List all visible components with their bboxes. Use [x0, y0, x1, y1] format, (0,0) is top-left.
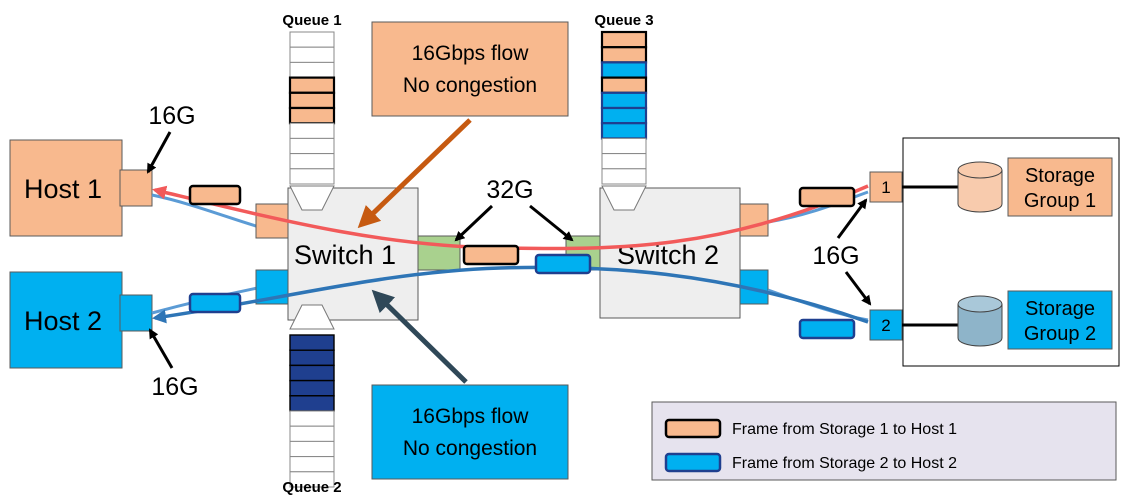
callout-orange [371, 21, 569, 117]
speed-host2-arrow [148, 328, 174, 369]
speed-storage-arrow-up [836, 198, 868, 239]
disk-icon [957, 295, 1003, 347]
queue-slot [600, 106, 648, 125]
legend: Frame from Storage 1 to Host 1 Frame fro… [651, 401, 1117, 481]
legend-swatch-blue [664, 452, 722, 473]
speed-isl-arrow-left [454, 204, 494, 242]
speed-host1-arrow [146, 131, 172, 174]
storage-group-2-line2: Group 2 [1024, 323, 1096, 345]
storage-group-1-line2: Group 1 [1024, 190, 1096, 212]
storage-port-1-label: 1 [881, 178, 890, 197]
host-2-port [119, 294, 153, 332]
queue-slot [600, 91, 648, 110]
legend-label-blue: Frame from Storage 2 to Host 2 [732, 455, 957, 472]
queue-slot [289, 46, 335, 63]
queue-slot [289, 395, 335, 412]
storage-group-2 [1007, 290, 1113, 350]
speed-isl: 32G [486, 176, 533, 204]
queue-slot [289, 364, 335, 382]
queue-slot [288, 106, 336, 125]
host-1-label: Host 1 [24, 174, 102, 204]
queue-slot [288, 91, 336, 110]
storage-group-2-line1: Storage [1025, 298, 1095, 320]
frame-storage1-link [798, 186, 856, 208]
queue-slot [289, 456, 335, 473]
legend-label-orange: Frame from Storage 1 to Host 1 [732, 421, 957, 438]
queue-2-label: Queue 2 [282, 479, 341, 495]
storage-group-1 [1007, 157, 1113, 217]
speed-storage: 16G [812, 242, 859, 270]
switch-1-isl-port [417, 235, 461, 271]
queue-slot [601, 137, 647, 155]
queue-slot [600, 30, 648, 49]
host-1-port [119, 169, 153, 207]
storage-port-1: 1 [869, 171, 903, 203]
queue-slot [289, 471, 335, 488]
callout-blue-arrow [371, 289, 468, 384]
queue-slot [288, 76, 336, 94]
callout-orange-arrow [357, 118, 472, 229]
queue-funnel [601, 185, 647, 211]
callout-orange-line2: No congestion [403, 74, 537, 97]
queue-slot [289, 334, 335, 351]
queue-slot [289, 379, 335, 397]
speed-storage-arrow-down [844, 271, 872, 306]
queue-slot [289, 122, 335, 139]
speed-host2: 16G [151, 373, 198, 401]
storage-group-1-line1: Storage [1025, 165, 1095, 187]
storage-port-2: 2 [869, 309, 903, 341]
host-2-label: Host 2 [24, 306, 102, 336]
queue-slot [600, 76, 648, 94]
queue-slot [289, 153, 335, 170]
blue-flow-path [152, 265, 869, 324]
queue-slot [289, 137, 335, 155]
legend-swatch-orange [664, 418, 722, 439]
queue-slot [600, 46, 648, 64]
speed-host1: 16G [148, 102, 195, 130]
switch-1-label: Switch 1 [294, 240, 396, 270]
queue-1-label: Queue 1 [282, 12, 341, 29]
host-2: Host 2 [9, 271, 153, 369]
callout-blue [371, 384, 569, 480]
queue-slot [600, 122, 648, 140]
frame-host1-link [188, 184, 242, 206]
host-1: Host 1 [9, 139, 153, 237]
frame-isl-blue [534, 253, 592, 275]
queue-funnel [289, 304, 335, 330]
queue-slot [289, 31, 335, 48]
frame-storage2-link [798, 318, 856, 340]
queue-3-label: Queue 3 [594, 12, 653, 29]
disk-icon [957, 161, 1003, 213]
queue-slot [601, 168, 647, 185]
switch-2-port-storage1 [739, 203, 769, 237]
callout-blue-line1: 16Gbps flow [412, 405, 530, 428]
frame-host2-link [188, 292, 242, 314]
storage-port-2-label: 2 [881, 316, 890, 335]
callout-orange-line1: 16Gbps flow [412, 42, 530, 65]
callout-blue-line2: No congestion [403, 437, 537, 460]
speed-isl-arrow-right [529, 204, 574, 242]
queue-slot [600, 61, 648, 79]
queue-slot [289, 410, 335, 427]
switch-1: Switch 1 [255, 187, 461, 321]
queue-slot [289, 425, 335, 442]
queue-funnel [289, 185, 335, 211]
queue-slot [289, 168, 335, 185]
frame-isl-orange [462, 244, 520, 266]
queue-slot [289, 440, 335, 458]
queue-slot [289, 61, 335, 79]
switch-2: Switch 2 [565, 187, 769, 319]
queue-layer [288, 30, 648, 488]
queue-slot [289, 349, 335, 367]
queue-slot [601, 153, 647, 170]
